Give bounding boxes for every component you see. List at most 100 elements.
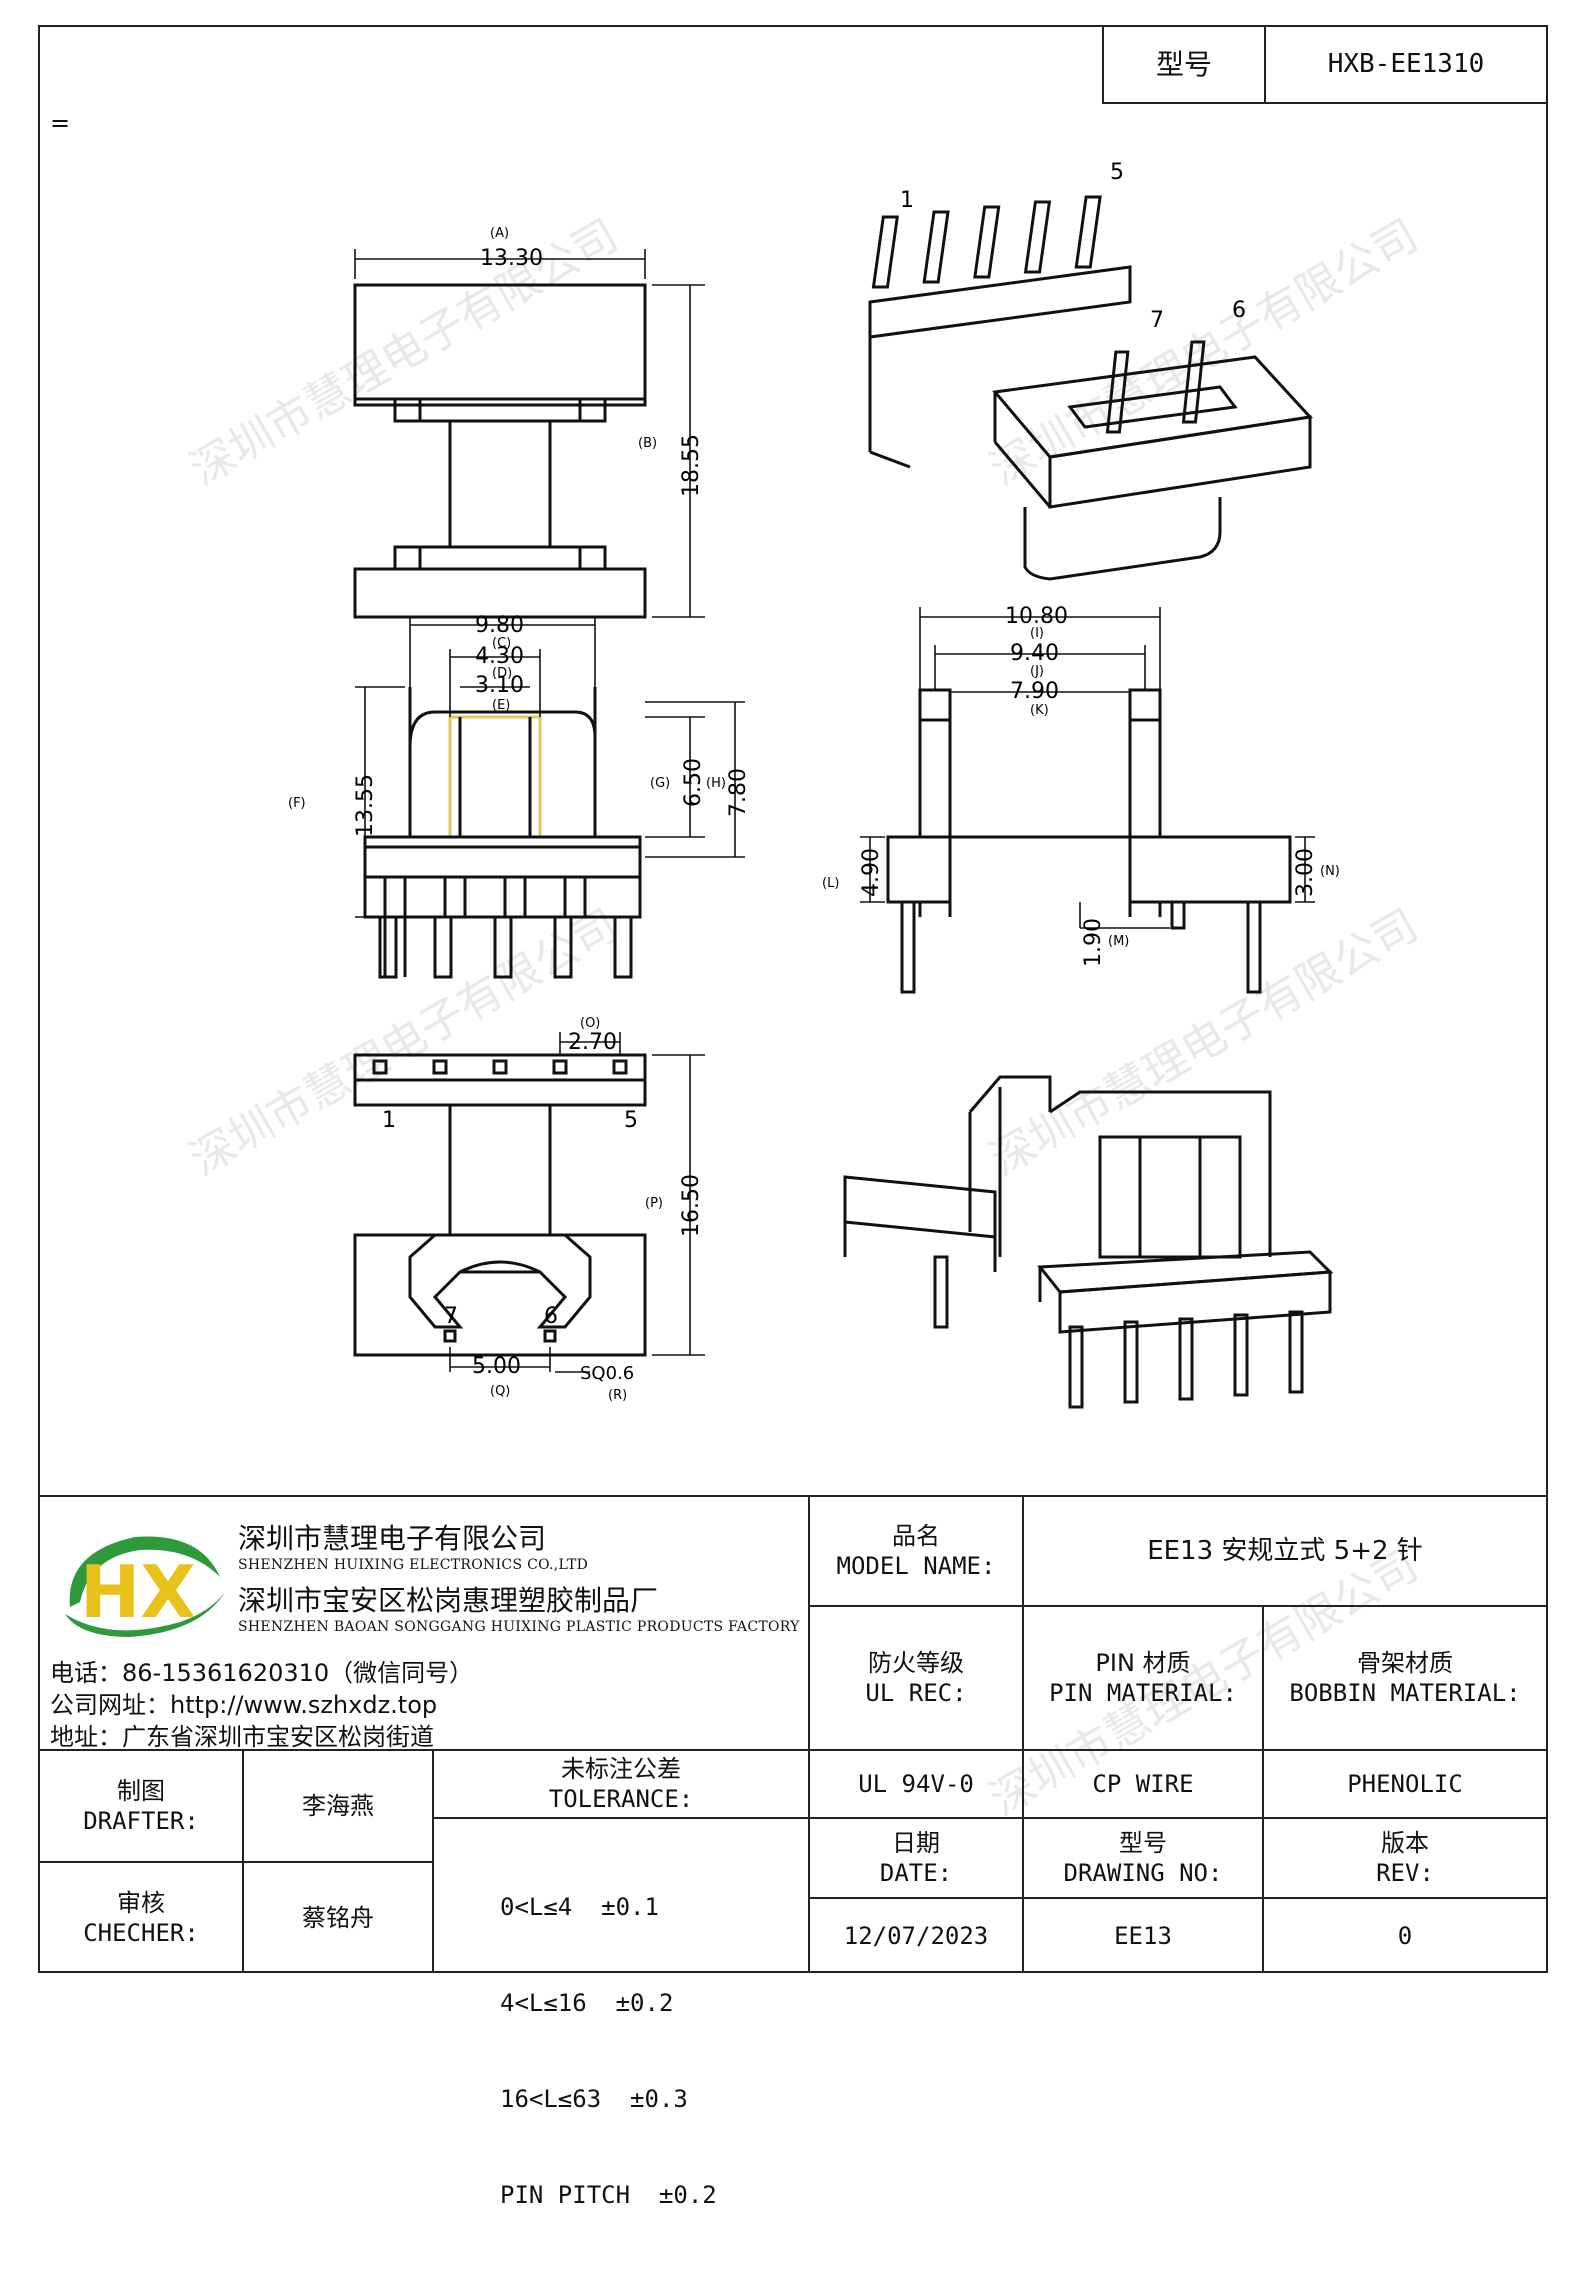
model-name-value: EE13 安规立式 5+2 针 — [1147, 1535, 1423, 1566]
drawing-no-label: 型号 DRAWING NO: — [1024, 1819, 1262, 1897]
bobbin-material-cn: 骨架材质 — [1357, 1649, 1453, 1677]
rev-value: 0 — [1397, 1922, 1413, 1950]
dim-h: 7.80 — [726, 768, 751, 817]
factory-name-en: SHENZHEN BAOAN SONGGANG HUIXING PLASTIC … — [238, 1619, 800, 1635]
dim-i-label: (I) — [1030, 626, 1044, 641]
ul-rec-label: 防火等级 UL REC: — [810, 1607, 1022, 1749]
tolerance-line: 16<L≤63 ±0.3 — [500, 2085, 688, 2113]
top-view-dims — [354, 249, 705, 618]
pin-material-cn: PIN 材质 — [1095, 1649, 1191, 1677]
drawing-no-en: DRAWING NO: — [1063, 1859, 1223, 1887]
front-view — [363, 687, 642, 979]
iso-pin-6: 6 — [1232, 298, 1246, 323]
dim-d-label: (D) — [492, 666, 512, 681]
dim-g-label: (G) — [650, 776, 670, 791]
technical-drawing: 13.30 (A) 18.55 (B) — [288, 160, 1340, 1409]
pin-material-label: PIN 材质 PIN MATERIAL: — [1024, 1607, 1262, 1749]
drafter-label: 制图 DRAFTER: — [40, 1751, 242, 1861]
tolerance-line: 0<L≤4 ±0.1 — [500, 1893, 659, 1921]
dim-j-label: (J) — [1030, 664, 1044, 679]
dim-l: 4.90 — [859, 848, 884, 897]
pin-label-5: 5 — [624, 1108, 638, 1133]
stray-mark: = — [50, 109, 71, 137]
company-logo: HX — [50, 1522, 235, 1642]
dim-d: 4.30 — [475, 644, 524, 669]
company-name-cn: 深圳市慧理电子有限公司 — [238, 1522, 547, 1555]
isometric-view-bottom — [843, 1075, 1334, 1409]
company-address: 地址：广东省深圳市宝安区松岗街道 — [50, 1723, 434, 1751]
model-name-en: MODEL NAME: — [836, 1552, 996, 1580]
tolerance-en: TOLERANCE: — [548, 1785, 694, 1813]
hx-logo-icon: HX — [65, 1536, 225, 1637]
drafter-name: 李海燕 — [302, 1792, 374, 1820]
dim-r-label: (R) — [608, 1388, 627, 1403]
drafter-cn: 制图 — [117, 1777, 165, 1805]
pin-label-1: 1 — [382, 1108, 396, 1133]
dim-o-label: (O) — [580, 1016, 600, 1031]
drawing-no-value: EE13 — [1114, 1922, 1172, 1950]
dim-a-label: (A) — [490, 226, 509, 241]
date-cn: 日期 — [892, 1829, 940, 1857]
bottom-view — [353, 1053, 647, 1357]
side-view-dims — [860, 607, 1315, 929]
rev-label: 版本 REV: — [1264, 1819, 1546, 1897]
bobbin-material-value: PHENOLIC — [1347, 1770, 1463, 1798]
pin-label-7: 7 — [444, 1304, 458, 1329]
model-label: 型号 — [1155, 48, 1212, 81]
bobbin-material-label: 骨架材质 BOBBIN MATERIAL: — [1264, 1607, 1546, 1749]
top-view — [353, 283, 647, 619]
dim-k-label: (K) — [1030, 703, 1049, 718]
dim-c: 9.80 — [475, 613, 524, 638]
iso-pin-7: 7 — [1150, 308, 1164, 333]
dim-c-label: (C) — [492, 636, 511, 651]
model-box: 型号 HXB-EE1310 — [1102, 25, 1548, 104]
front-view-dims — [355, 617, 745, 918]
dim-l-label: (L) — [822, 876, 839, 891]
iso-pin-1: 1 — [900, 188, 914, 213]
date-en: DATE: — [879, 1859, 953, 1887]
checker-cn: 审核 — [117, 1889, 165, 1917]
company-website[interactable]: 公司网址：http://www.szhxdz.top — [50, 1691, 438, 1719]
dim-h-label: (H) — [706, 776, 726, 791]
date-value: 12/07/2023 — [843, 1922, 989, 1950]
tolerance-label: 未标注公差 TOLERANCE: — [434, 1751, 808, 1817]
logo-text: HX — [80, 1550, 196, 1634]
dim-p-label: (P) — [645, 1196, 663, 1211]
checker-name: 蔡铭舟 — [302, 1904, 374, 1932]
side-view — [886, 688, 1292, 994]
rev-en: REV: — [1376, 1859, 1434, 1887]
rev-cn: 版本 — [1381, 1829, 1429, 1857]
tolerance-line: 4<L≤16 ±0.2 — [500, 1989, 674, 2017]
dim-n: 3.00 — [1293, 848, 1318, 897]
ul-rec-cn: 防火等级 — [868, 1649, 964, 1677]
drawing-no-cn: 型号 — [1119, 1829, 1167, 1857]
pin-label-6: 6 — [544, 1304, 558, 1329]
dim-e: 3.10 — [475, 673, 524, 698]
dim-j: 9.40 — [1010, 641, 1059, 666]
dim-f-label: (F) — [288, 796, 306, 811]
iso-pin-5: 5 — [1110, 160, 1124, 185]
dim-b-label: (B) — [638, 436, 657, 451]
dim-o: 2.70 — [568, 1030, 617, 1055]
dim-p: 16.50 — [679, 1174, 704, 1237]
dim-b: 18.55 — [679, 434, 704, 497]
checker-en: CHECHER: — [83, 1919, 199, 1947]
checker-label: 审核 CHECHER: — [40, 1863, 242, 1973]
dim-q-label: (Q) — [490, 1384, 510, 1399]
drafter-en: DRAFTER: — [83, 1807, 199, 1835]
bobbin-material-en: BOBBIN MATERIAL: — [1289, 1679, 1521, 1707]
dim-m-label: (M) — [1108, 934, 1129, 949]
ul-rec-en: UL REC: — [865, 1679, 967, 1707]
dim-m: 1.90 — [1081, 918, 1106, 967]
dim-f: 13.55 — [353, 774, 378, 837]
date-label: 日期 DATE: — [810, 1819, 1022, 1897]
factory-name-cn: 深圳市宝安区松岗惠理塑胶制品厂 — [238, 1584, 659, 1617]
model-name-cn: 品名 — [892, 1522, 940, 1550]
isometric-view-top — [868, 195, 1314, 581]
model-name-label: 品名 MODEL NAME: — [810, 1497, 1022, 1605]
dim-r: SQ0.6 — [580, 1363, 634, 1384]
dim-e-label: (E) — [492, 698, 510, 713]
dim-n-label: (N) — [1320, 864, 1340, 879]
ul-rec-value: UL 94V-0 — [858, 1770, 974, 1798]
dim-a: 13.30 — [480, 246, 543, 271]
